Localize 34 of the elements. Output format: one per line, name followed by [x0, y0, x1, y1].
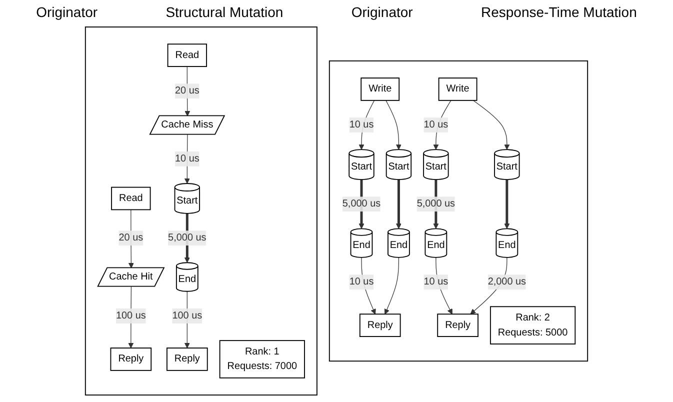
node-box: Write	[360, 78, 400, 101]
edge-label: 10 us	[424, 119, 448, 130]
edge-label: 20 us	[118, 232, 144, 244]
arrow	[384, 257, 400, 314]
column-heading: Response-Time Mutation	[480, 4, 637, 20]
arrow	[386, 100, 402, 150]
node-box: Reply	[166, 348, 208, 371]
column-heading: Originator	[36, 4, 98, 20]
edge-label: 5,000 us	[168, 232, 206, 244]
arrow	[472, 100, 510, 150]
node-box: Read	[111, 186, 151, 210]
node-box: Rank: 1 Requests: 7000	[219, 340, 305, 378]
cluster	[328, 60, 588, 362]
edge-label: 5,000 us	[342, 198, 381, 210]
edge-label: 10 us	[349, 276, 374, 288]
edge-label: 100 us	[172, 310, 202, 321]
node-box: Rank: 2 Requests: 5000	[490, 306, 576, 344]
edge-label: 10 us	[174, 153, 200, 164]
node-box: Reply	[359, 314, 401, 337]
edge-label: 100 us	[116, 310, 146, 321]
edge-label: 5,000 us	[416, 198, 456, 210]
edge-label: 2,000 us	[488, 276, 526, 288]
node-box: Write	[438, 78, 478, 101]
column-heading: Originator	[351, 4, 413, 20]
arrow	[396, 180, 402, 229]
edge-label: 10 us	[424, 276, 448, 288]
edge-label: 10 us	[349, 119, 374, 130]
node-box: Read	[167, 44, 207, 67]
cluster	[84, 26, 318, 396]
column-heading: Structural Mutation	[166, 4, 284, 20]
edge-label: 20 us	[174, 85, 200, 96]
arrow	[504, 180, 510, 229]
node-box: Reply	[110, 348, 152, 371]
node-box: Reply	[437, 314, 478, 337]
